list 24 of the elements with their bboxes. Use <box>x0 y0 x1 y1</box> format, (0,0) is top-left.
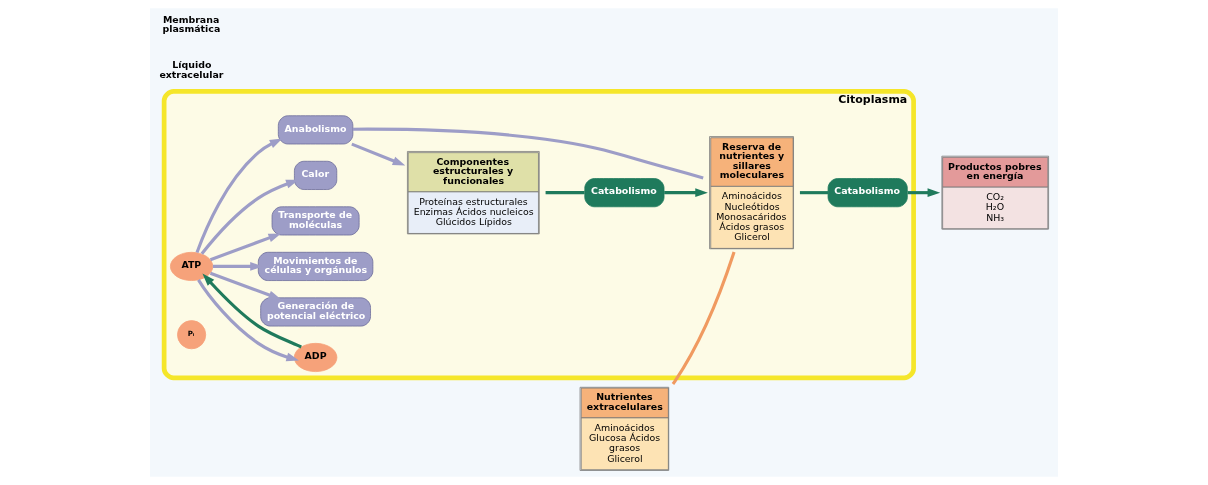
connector <box>352 127 704 180</box>
node-box: Generación de potencial eléctrico <box>260 297 371 327</box>
arrow <box>197 279 299 362</box>
arrow <box>209 271 282 300</box>
arrow <box>351 142 406 166</box>
connector <box>671 251 736 385</box>
arrow <box>664 188 708 198</box>
connector <box>799 191 828 195</box>
node-box: Movimientos de células y orgánulos <box>257 251 374 281</box>
label: Membrana plasmática <box>162 13 221 35</box>
node-ellipse: ATP <box>170 251 214 281</box>
arrow <box>907 188 941 198</box>
connector <box>545 191 585 195</box>
node-ellipse: ADP <box>293 342 338 372</box>
label: Líquido extracelular <box>159 59 224 80</box>
node-box: Catabolismo <box>827 178 908 208</box>
node-circle: Pᵢ <box>177 320 207 350</box>
node-box: Transporte de moléculas <box>271 206 360 236</box>
arrow <box>202 273 302 349</box>
arrow <box>209 233 282 262</box>
node-box: Catabolismo <box>584 178 665 208</box>
node-box: Anabolismo <box>277 115 354 145</box>
node-box: Calor <box>294 160 338 190</box>
arrow <box>195 138 283 254</box>
